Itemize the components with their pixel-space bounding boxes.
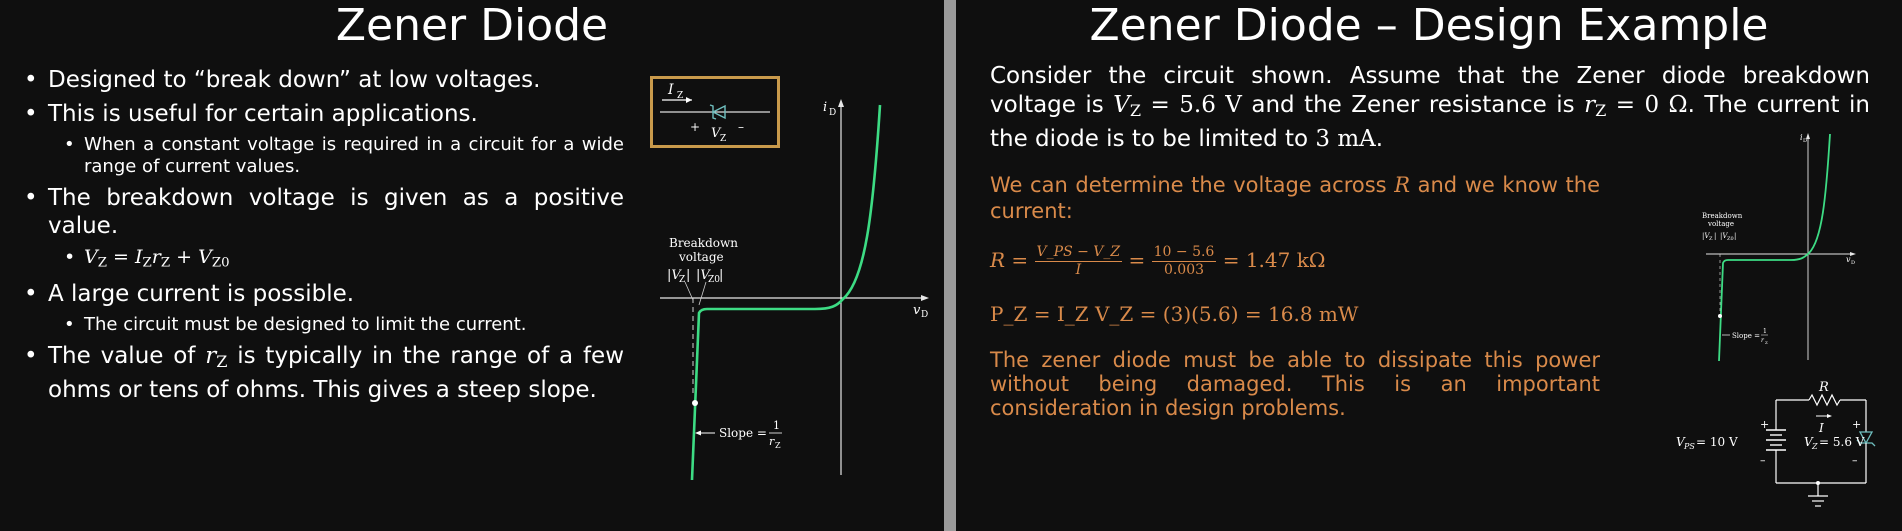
svg-text:–: –: [1852, 454, 1858, 467]
svg-text:|: |: [1734, 232, 1736, 240]
svg-text:V: V: [711, 126, 722, 141]
bullet-item: Designed to “break down” at low voltages…: [24, 66, 624, 94]
bullet-item: This is useful for certain applications.: [24, 100, 624, 128]
svg-text:D: D: [921, 310, 928, 320]
mini-iv-graph: i D v D Breakdown voltage |V Z | |V Z0 |…: [1702, 133, 1856, 362]
svg-text:v: v: [1846, 255, 1851, 264]
svg-text:R: R: [1818, 380, 1829, 395]
svg-text:Breakdown: Breakdown: [669, 236, 738, 250]
zener-symbol-diagram: I Z + V Z –: [650, 76, 780, 148]
svg-text:V: V: [1804, 435, 1814, 449]
bullet-item-rz: The value of rZ is typically in the rang…: [24, 342, 624, 404]
slope-point: [692, 400, 698, 406]
zener-diode-icon: [711, 104, 726, 120]
svg-text:Z: Z: [1811, 442, 1818, 451]
bullet-item: A large current is possible.: [24, 280, 624, 308]
svg-text:–: –: [738, 120, 744, 134]
svg-text:= 10 V: = 10 V: [1696, 435, 1738, 449]
left-slide: Zener Diode Designed to “break down” at …: [0, 0, 944, 531]
svg-text:V: V: [1676, 435, 1686, 449]
svg-text:|V: |V: [1702, 232, 1710, 240]
svg-text:|V: |V: [1720, 232, 1728, 240]
right-slide-title: Zener Diode – Design Example: [1089, 0, 1769, 51]
bullet-item: The breakdown voltage is given as a posi…: [24, 184, 624, 240]
iv-curve: [690, 104, 882, 481]
right-slide: Zener Diode – Design Example Consider th…: [956, 0, 1902, 531]
svg-text:|: |: [1714, 232, 1716, 240]
resistor-icon: [1808, 393, 1841, 407]
svg-text:|V: |V: [696, 268, 711, 283]
svg-text:+: +: [1760, 418, 1769, 431]
svg-text:Z: Z: [677, 91, 683, 101]
conclusion-text: The zener diode must be able to dissipat…: [990, 348, 1600, 420]
svg-text:|V: |V: [667, 268, 682, 283]
left-slide-title: Zener Diode: [335, 0, 609, 51]
svg-text:1: 1: [1763, 328, 1767, 335]
svg-text:v: v: [913, 303, 921, 318]
svg-text:–: –: [1760, 454, 1766, 467]
svg-text:Breakdown: Breakdown: [1702, 212, 1743, 220]
svg-text:Z: Z: [679, 275, 685, 285]
sub-bullet-item: When a constant voltage is required in a…: [24, 134, 624, 178]
svg-text:Z: Z: [720, 134, 726, 144]
sub-bullet-formula: VZ = IZrZ + VZ0: [24, 246, 624, 274]
svg-text:+: +: [1852, 418, 1861, 431]
svg-text:PS: PS: [1683, 442, 1695, 451]
zener-iv-graph: i D v D Breakdown voltage |V Z | |V Z0 |…: [660, 99, 929, 481]
svg-text:r: r: [769, 435, 775, 448]
solution-intro: We can determine the voltage across R an…: [990, 173, 1600, 223]
svg-text:1: 1: [773, 419, 780, 432]
svg-text:Z: Z: [775, 441, 781, 450]
svg-text:i: i: [823, 100, 827, 115]
svg-text:voltage: voltage: [678, 250, 724, 264]
iz-label: I: [667, 82, 674, 98]
svg-text:|: |: [686, 268, 690, 283]
svg-text:Slope =: Slope =: [719, 426, 767, 440]
svg-text:D: D: [829, 108, 836, 118]
svg-text:voltage: voltage: [1707, 220, 1734, 228]
zener-circuit-diagram: R + – V PS = 10 V + – V Z = 5.6 V I: [1676, 380, 1876, 507]
svg-text:I: I: [1818, 421, 1824, 435]
svg-text:D: D: [1851, 260, 1855, 266]
zener-diode-icon: [1858, 431, 1874, 445]
svg-text:r: r: [1761, 337, 1765, 344]
problem-statement: Consider the circuit shown. Assume that …: [990, 63, 1871, 153]
svg-text:+: +: [690, 120, 700, 134]
bullet-list: Designed to “break down” at low voltages…: [24, 66, 624, 410]
svg-text:Z: Z: [1765, 340, 1768, 345]
svg-text:Z: Z: [1709, 236, 1713, 242]
svg-text:Z0: Z0: [1727, 236, 1734, 242]
svg-text:Slope =: Slope =: [1732, 332, 1760, 340]
svg-text:|: |: [719, 268, 723, 283]
svg-text:Z0: Z0: [708, 275, 720, 285]
svg-text:D: D: [1803, 138, 1807, 144]
svg-text:= 5.6 V: = 5.6 V: [1819, 435, 1865, 449]
svg-text:i: i: [1800, 133, 1803, 142]
equation-power: P_Z = I_Z V_Z = (3)(5.6) = 16.8 mW: [990, 302, 1359, 326]
sub-bullet-item: The circuit must be designed to limit th…: [24, 314, 624, 336]
